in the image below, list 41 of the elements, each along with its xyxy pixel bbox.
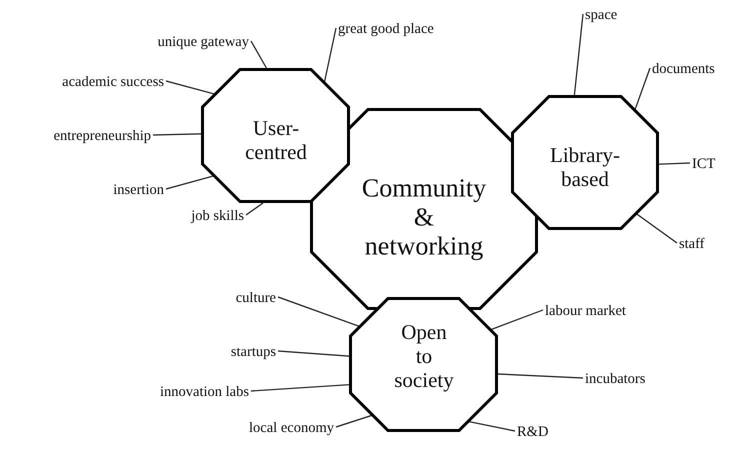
leader-line (278, 296, 359, 327)
octagon-label: User- centred (244, 116, 308, 164)
leader-line (250, 384, 350, 392)
leader-line (658, 162, 690, 165)
leader-line (336, 414, 372, 428)
leader-line (634, 68, 651, 110)
leader-line (166, 80, 214, 94)
octagon-label: Open to society (393, 320, 455, 392)
leader-label: insertion (113, 183, 164, 199)
leader-line (246, 202, 264, 216)
leader-label: labour market (545, 304, 626, 320)
leader-label: great good place (338, 22, 434, 38)
leader-label: incubators (585, 372, 646, 388)
leader-label: R&D (517, 425, 548, 441)
octagon (349, 297, 498, 432)
leader-label: culture (236, 291, 276, 307)
leader-label: academic success (62, 75, 164, 91)
leader-line (469, 421, 516, 432)
leader-line (166, 176, 214, 190)
leader-label: job skills (191, 209, 244, 225)
leader-label: staff (679, 237, 705, 253)
leader-label: ICT (692, 157, 716, 173)
leader-line (278, 350, 350, 357)
octagon (511, 95, 659, 230)
leader-line (574, 14, 584, 96)
leader-line (636, 214, 678, 244)
leader-label: entrepreneurship (54, 129, 151, 145)
leader-line (498, 373, 584, 379)
leader-label: startups (230, 345, 276, 361)
leader-line (491, 309, 544, 330)
leader-label: documents (652, 62, 715, 78)
leader-line (152, 133, 202, 136)
leader-label: space (585, 8, 618, 24)
leader-label: innovation labs (160, 385, 249, 401)
leader-line (250, 40, 267, 68)
leader-label: local economy (249, 421, 334, 437)
octagon-label: Community & networking (360, 173, 488, 261)
octagon-label: Library- based (549, 142, 621, 192)
leader-line (324, 28, 337, 82)
leader-label: unique gateway (158, 35, 249, 51)
octagon (201, 68, 350, 203)
